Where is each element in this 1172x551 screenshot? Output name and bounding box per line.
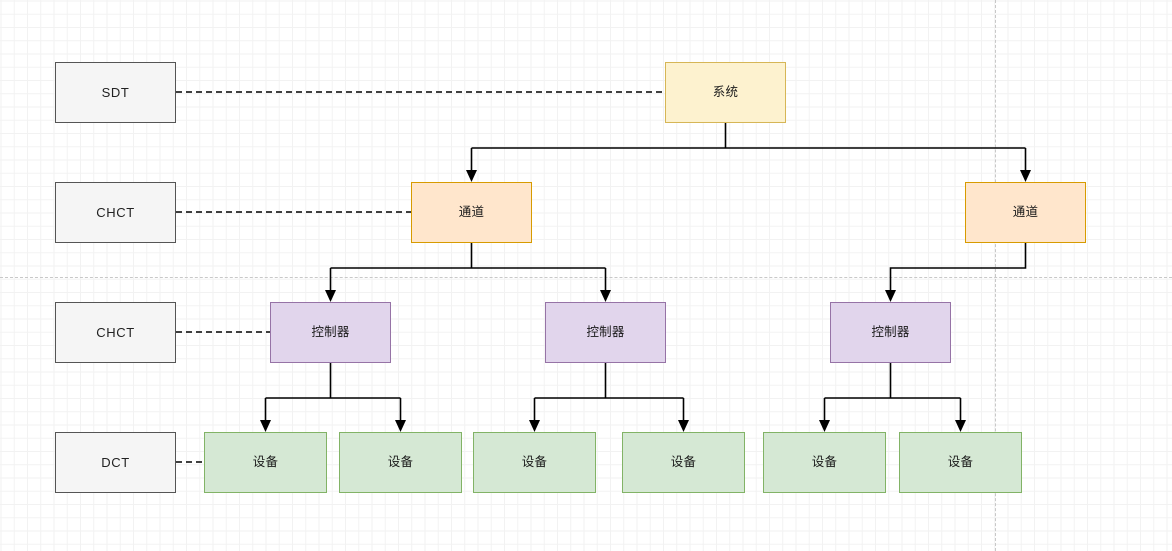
node-device-2[interactable]: 设备: [339, 432, 462, 493]
arrowhead-device-1: [260, 420, 271, 432]
arrowhead-channel-1: [466, 170, 477, 182]
legend-node-chct-1[interactable]: CHCT: [55, 182, 176, 243]
legend-node-dct[interactable]: DCT: [55, 432, 176, 493]
node-channel-1-label: 通道: [458, 205, 485, 220]
edge-system-bus: [471, 123, 1026, 149]
node-device-6[interactable]: 设备: [899, 432, 1022, 493]
node-device-2-label: 设备: [387, 455, 414, 470]
legend-node-sdt[interactable]: SDT: [55, 62, 176, 123]
node-channel-2-label: 通道: [1012, 205, 1039, 220]
node-device-1[interactable]: 设备: [204, 432, 327, 493]
arrowhead-device-6: [955, 420, 966, 432]
node-controller-1-label: 控制器: [311, 325, 350, 340]
arrowhead-device-5: [819, 420, 830, 432]
node-system-label: 系统: [712, 85, 739, 100]
node-device-3-label: 设备: [521, 455, 548, 470]
node-device-1-label: 设备: [252, 455, 279, 470]
arrowhead-device-2: [395, 420, 406, 432]
edge-channel-1-bus: [330, 243, 606, 269]
node-controller-3[interactable]: 控制器: [830, 302, 951, 363]
node-controller-2[interactable]: 控制器: [545, 302, 666, 363]
arrowhead-device-3: [529, 420, 540, 432]
node-device-3[interactable]: 设备: [473, 432, 596, 493]
edge-controller-1-bus: [265, 363, 401, 399]
edge-channel-2-to-controller-3: [889, 243, 1027, 294]
node-system[interactable]: 系统: [665, 62, 786, 123]
legend-node-chct-2[interactable]: CHCT: [55, 302, 176, 363]
node-device-5-label: 设备: [811, 455, 838, 470]
node-device-4-label: 设备: [670, 455, 697, 470]
node-controller-1[interactable]: 控制器: [270, 302, 391, 363]
node-controller-2-label: 控制器: [586, 325, 625, 340]
node-device-5[interactable]: 设备: [763, 432, 886, 493]
node-device-6-label: 设备: [947, 455, 974, 470]
arrowhead-controller-3: [885, 290, 896, 302]
node-device-4[interactable]: 设备: [622, 432, 745, 493]
arrowhead-controller-2: [600, 290, 611, 302]
node-channel-1[interactable]: 通道: [411, 182, 532, 243]
page-guide-horizontal: [0, 277, 1172, 278]
node-controller-3-label: 控制器: [871, 325, 910, 340]
edge-controller-3-bus: [824, 363, 961, 399]
legend-node-sdt-label: SDT: [101, 85, 130, 100]
legend-node-chct-2-label: CHCT: [96, 325, 135, 340]
legend-node-dct-label: DCT: [101, 455, 130, 470]
arrowhead-channel-2: [1020, 170, 1031, 182]
legend-node-chct-1-label: CHCT: [96, 205, 135, 220]
arrowhead-controller-1: [325, 290, 336, 302]
arrowhead-device-4: [678, 420, 689, 432]
node-channel-2[interactable]: 通道: [965, 182, 1086, 243]
edge-controller-2-bus: [534, 363, 684, 399]
